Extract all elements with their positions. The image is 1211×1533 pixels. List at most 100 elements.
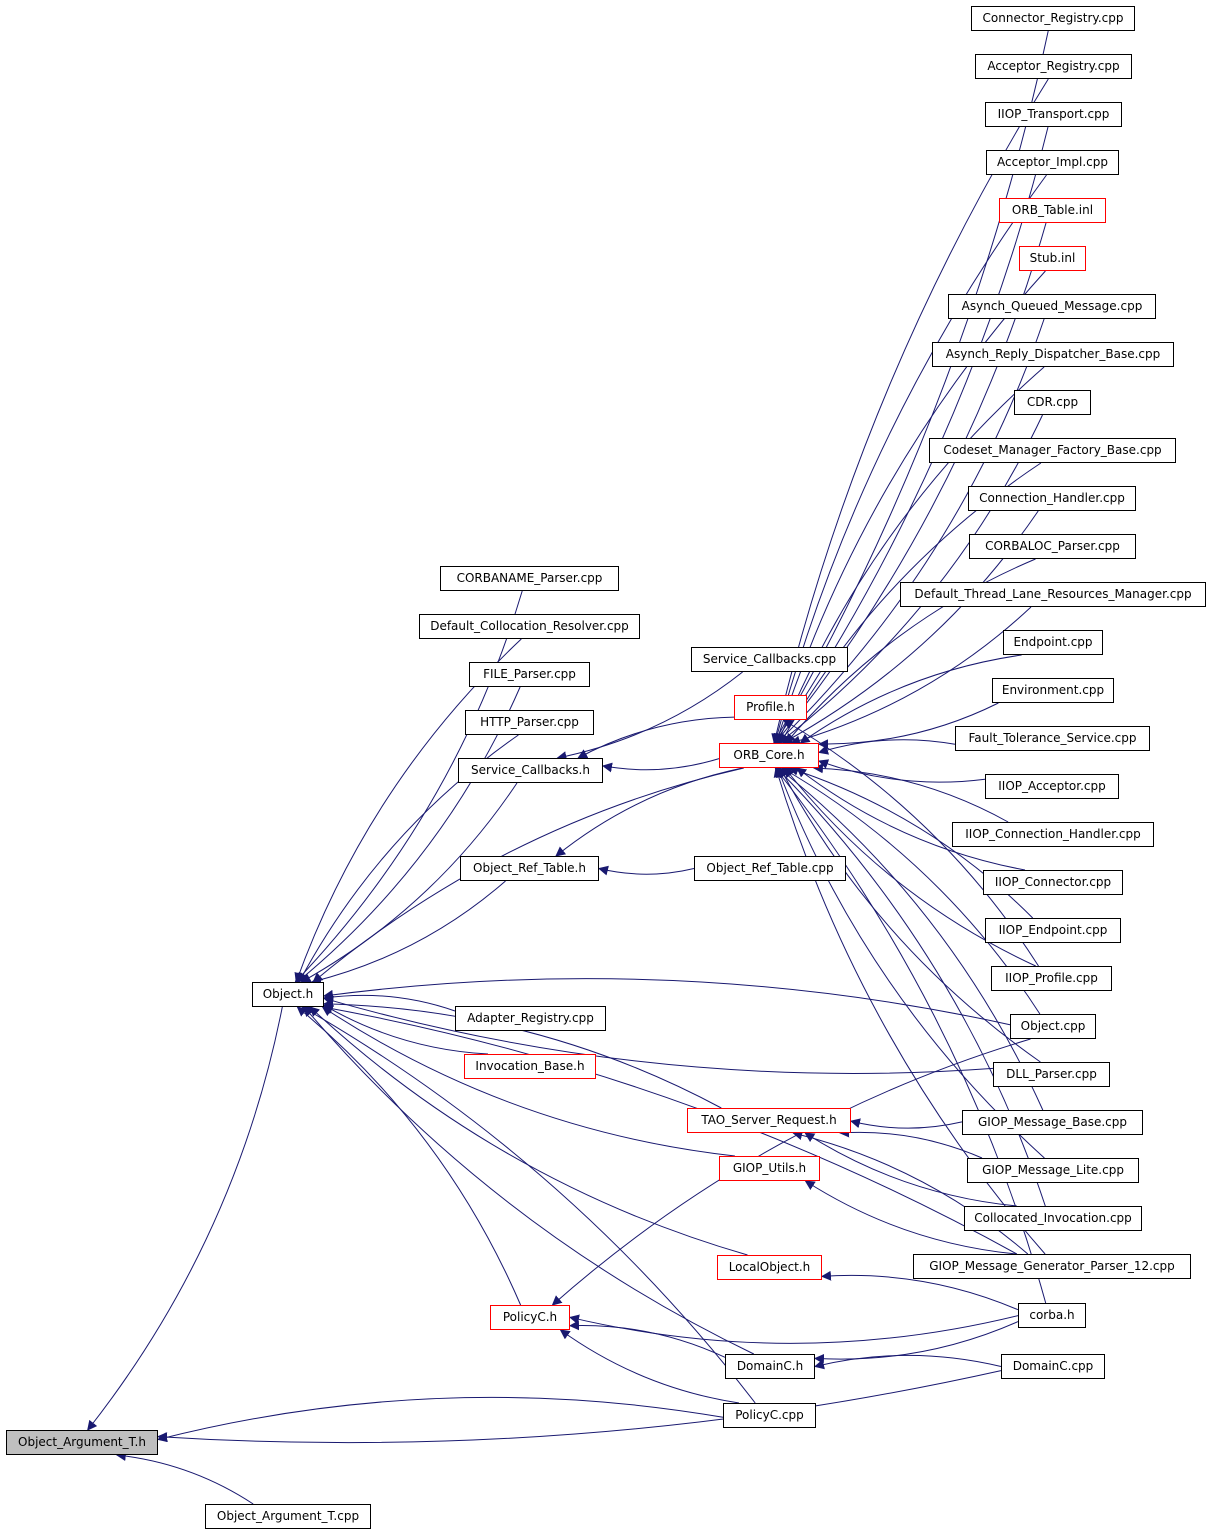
edge-Endpoint_cpp-to-ORB_Core_h — [799, 654, 1022, 744]
node-iiop-acceptor-cpp[interactable]: IIOP_Acceptor.cpp — [985, 774, 1119, 799]
node-stub-inl[interactable]: Stub.inl — [1019, 246, 1086, 271]
edge-DomainC_h-to-Object_h — [303, 1006, 755, 1355]
node-profile-h[interactable]: Profile.h — [734, 695, 807, 720]
node-fault-tolerance-service-cpp[interactable]: Fault_Tolerance_Service.cpp — [955, 726, 1150, 751]
node-collocated-invocation-cpp[interactable]: Collocated_Invocation.cpp — [964, 1206, 1142, 1231]
node-endpoint-cpp[interactable]: Endpoint.cpp — [1003, 630, 1103, 655]
node-iiop-connection-handler-cpp[interactable]: IIOP_Connection_Handler.cpp — [952, 822, 1154, 847]
edge-GIOP_Message_Base_cpp-to-ORB_Core_h — [777, 767, 1044, 1111]
edge-ORB_Core_h-to-Object_Ref_Table_h — [555, 767, 743, 857]
edge-Asynch_Queued_Message_cpp-to-ORB_Core_h — [776, 318, 1045, 744]
node-corbaloc-parser-cpp[interactable]: CORBALOC_Parser.cpp — [969, 534, 1136, 559]
edge-LocalObject_h-to-Object_h — [309, 1006, 748, 1256]
node-giop-utils-h[interactable]: GIOP_Utils.h — [719, 1156, 820, 1181]
node-object-h[interactable]: Object.h — [252, 982, 324, 1007]
node-localobject-h[interactable]: LocalObject.h — [717, 1255, 822, 1280]
edge-IIOP_Connector_cpp-to-ORB_Core_h — [796, 767, 1026, 871]
node-http-parser-cpp[interactable]: HTTP_Parser.cpp — [465, 710, 594, 735]
node-asynch-queued-message-cpp[interactable]: Asynch_Queued_Message.cpp — [948, 294, 1156, 319]
node-codeset-manager-factory-base-cpp[interactable]: Codeset_Manager_Factory_Base.cpp — [929, 438, 1176, 463]
node-file-parser-cpp[interactable]: FILE_Parser.cpp — [469, 662, 590, 687]
edge-PolicyC_h-to-Object_h — [296, 1006, 522, 1306]
node-iiop-endpoint-cpp[interactable]: IIOP_Endpoint.cpp — [985, 918, 1121, 943]
node-giop-message-base-cpp[interactable]: GIOP_Message_Base.cpp — [962, 1110, 1143, 1135]
edge-IIOP_Profile_cpp-to-ORB_Core_h — [784, 767, 1036, 967]
edge-IIOP_Connection_Handler_cpp-to-ORB_Core_h — [812, 763, 1009, 823]
edge-DomainC_h-to-PolicyC_h — [569, 1320, 726, 1358]
node-corba-h[interactable]: corba.h — [1018, 1303, 1086, 1328]
edge-PolicyC_cpp-to-Object_h — [301, 1006, 756, 1404]
edge-Fault_Tolerance_Service_cpp-to-ORB_Core_h — [818, 739, 956, 755]
edge-TAO_Server_Request_h-to-Object_h — [323, 999, 722, 1109]
node-domainc-h[interactable]: DomainC.h — [725, 1354, 815, 1379]
node-tao-server-request-h[interactable]: TAO_Server_Request.h — [687, 1108, 851, 1133]
edge-Adapter_Registry_cpp-to-Object_h — [323, 991, 456, 1012]
edge-PolicyC_cpp-to-Object_Argument_T_h — [157, 1396, 724, 1443]
edge-Profile_h-to-Service_Callbacks_h — [577, 716, 735, 759]
node-dll-parser-cpp[interactable]: DLL_Parser.cpp — [993, 1062, 1110, 1087]
edge-GIOP_Message_Generator_Parser_12_cpp-to-ORB_Core_h — [773, 767, 1046, 1255]
edge-ORB_Core_h-to-Object_h — [312, 767, 744, 983]
node-iiop-profile-cpp[interactable]: IIOP_Profile.cpp — [991, 966, 1112, 991]
node-environment-cpp[interactable]: Environment.cpp — [992, 678, 1114, 703]
edge-CORBANAME_Parser_cpp-to-Object_h — [294, 590, 523, 983]
node-orb-core-h[interactable]: ORB_Core.h — [719, 743, 819, 768]
edge-CORBALOC_Parser_cpp-to-ORB_Core_h — [785, 558, 1036, 744]
edge-Asynch_Reply_Dispatcher_Base_cpp-to-ORB_Core_h — [776, 366, 1045, 744]
edge-GIOP_Message_Lite_cpp-to-TAO_Server_Request_h — [839, 1127, 983, 1159]
node-giop-message-generator-parser-12-cpp[interactable]: GIOP_Message_Generator_Parser_12.cpp — [913, 1254, 1191, 1279]
node-adapter-registry-cpp[interactable]: Adapter_Registry.cpp — [455, 1006, 606, 1031]
node-service-callbacks-h[interactable]: Service_Callbacks.h — [458, 758, 603, 783]
node-iiop-connector-cpp[interactable]: IIOP_Connector.cpp — [983, 870, 1123, 895]
edge-Invocation_Base_h-to-Object_h — [323, 1004, 489, 1055]
edge-GIOP_Utils_h-to-Object_h — [321, 1006, 735, 1157]
node-invocation-base-h[interactable]: Invocation_Base.h — [464, 1054, 596, 1079]
edge-Connector_Registry_cpp-to-ORB_Core_h — [773, 30, 1049, 744]
edge-IIOP_Acceptor_cpp-to-ORB_Core_h — [818, 759, 986, 783]
node-object-ref-table-cpp[interactable]: Object_Ref_Table.cpp — [694, 856, 846, 881]
edge-ORB_Core_h-to-Service_Callbacks_h — [602, 758, 720, 773]
edge-Collocated_Invocation_cpp-to-ORB_Core_h — [775, 767, 1046, 1207]
node-cdr-cpp[interactable]: CDR.cpp — [1014, 390, 1091, 415]
node-object-argument-t-h[interactable]: Object_Argument_T.h — [6, 1430, 158, 1455]
node-default-collocation-resolver-cpp[interactable]: Default_Collocation_Resolver.cpp — [419, 614, 640, 639]
edge-Object_cpp-to-PolicyC_h — [551, 1038, 1031, 1306]
edge-Object_Ref_Table_cpp-to-Object_Ref_Table_h — [598, 865, 695, 876]
edge-Object_cpp-to-Object_h — [323, 978, 1011, 1026]
node-asynch-reply-dispatcher-base-cpp[interactable]: Asynch_Reply_Dispatcher_Base.cpp — [932, 342, 1174, 367]
node-acceptor-impl-cpp[interactable]: Acceptor_Impl.cpp — [986, 150, 1119, 175]
edge-Object_h-to-Object_Argument_T_h — [87, 1006, 283, 1431]
node-object-cpp[interactable]: Object.cpp — [1010, 1014, 1096, 1039]
node-policyc-h[interactable]: PolicyC.h — [490, 1305, 570, 1330]
node-orb-table-inl[interactable]: ORB_Table.inl — [999, 198, 1106, 223]
edge-Environment_cpp-to-ORB_Core_h — [818, 702, 999, 750]
edge-corba_h-to-PolicyC_h — [569, 1314, 1019, 1344]
edge-GIOP_Message_Generator_Parser_12_cpp-to-TAO_Server_Request_h — [792, 1130, 1029, 1255]
node-object-argument-t-cpp[interactable]: Object_Argument_T.cpp — [205, 1504, 371, 1529]
edge-DLL_Parser_cpp-to-Object_h — [323, 995, 994, 1074]
edge-Object_Ref_Table_h-to-Object_h — [311, 880, 506, 985]
edge-Service_Callbacks_h-to-Object_h — [300, 782, 518, 983]
node-acceptor-registry-cpp[interactable]: Acceptor_Registry.cpp — [975, 54, 1132, 79]
node-corbaname-parser-cpp[interactable]: CORBANAME_Parser.cpp — [440, 566, 619, 591]
edge-DLL_Parser_cpp-to-ORB_Core_h — [779, 767, 1041, 1063]
edge-Default_Collocation_Resolver_cpp-to-Object_h — [294, 638, 522, 983]
node-giop-message-lite-cpp[interactable]: GIOP_Message_Lite.cpp — [967, 1158, 1139, 1183]
node-connection-handler-cpp[interactable]: Connection_Handler.cpp — [968, 486, 1136, 511]
node-service-callbacks-cpp[interactable]: Service_Callbacks.cpp — [691, 647, 848, 672]
node-policyc-cpp[interactable]: PolicyC.cpp — [723, 1403, 816, 1428]
node-object-ref-table-h[interactable]: Object_Ref_Table.h — [460, 856, 599, 881]
edge-PolicyC_cpp-to-PolicyC_h — [559, 1329, 740, 1404]
node-domainc-cpp[interactable]: DomainC.cpp — [1001, 1354, 1105, 1379]
edge-GIOP_Message_Base_cpp-to-TAO_Server_Request_h — [850, 1118, 963, 1129]
edge-corba_h-to-DomainC_h — [814, 1321, 1019, 1364]
edge-corba_h-to-LocalObject_h — [821, 1270, 1019, 1311]
edge-GIOP_Message_Generator_Parser_12_cpp-to-Object_h — [322, 1003, 1018, 1255]
edge-DomainC_cpp-to-Object_Argument_T_h — [157, 1370, 1002, 1444]
edge-GIOP_Message_Generator_Parser_12_cpp-to-GIOP_Utils_h — [804, 1180, 1017, 1255]
node-iiop-transport-cpp[interactable]: IIOP_Transport.cpp — [985, 102, 1122, 127]
edge-Object_Argument_T_cpp-to-Object_Argument_T_h — [115, 1451, 254, 1505]
node-default-thread-lane-resources-manager-cpp[interactable]: Default_Thread_Lane_Resources_Manager.cp… — [900, 582, 1206, 607]
edge-DomainC_cpp-to-DomainC_h — [814, 1354, 1002, 1370]
node-connector-registry-cpp[interactable]: Connector_Registry.cpp — [971, 6, 1135, 31]
